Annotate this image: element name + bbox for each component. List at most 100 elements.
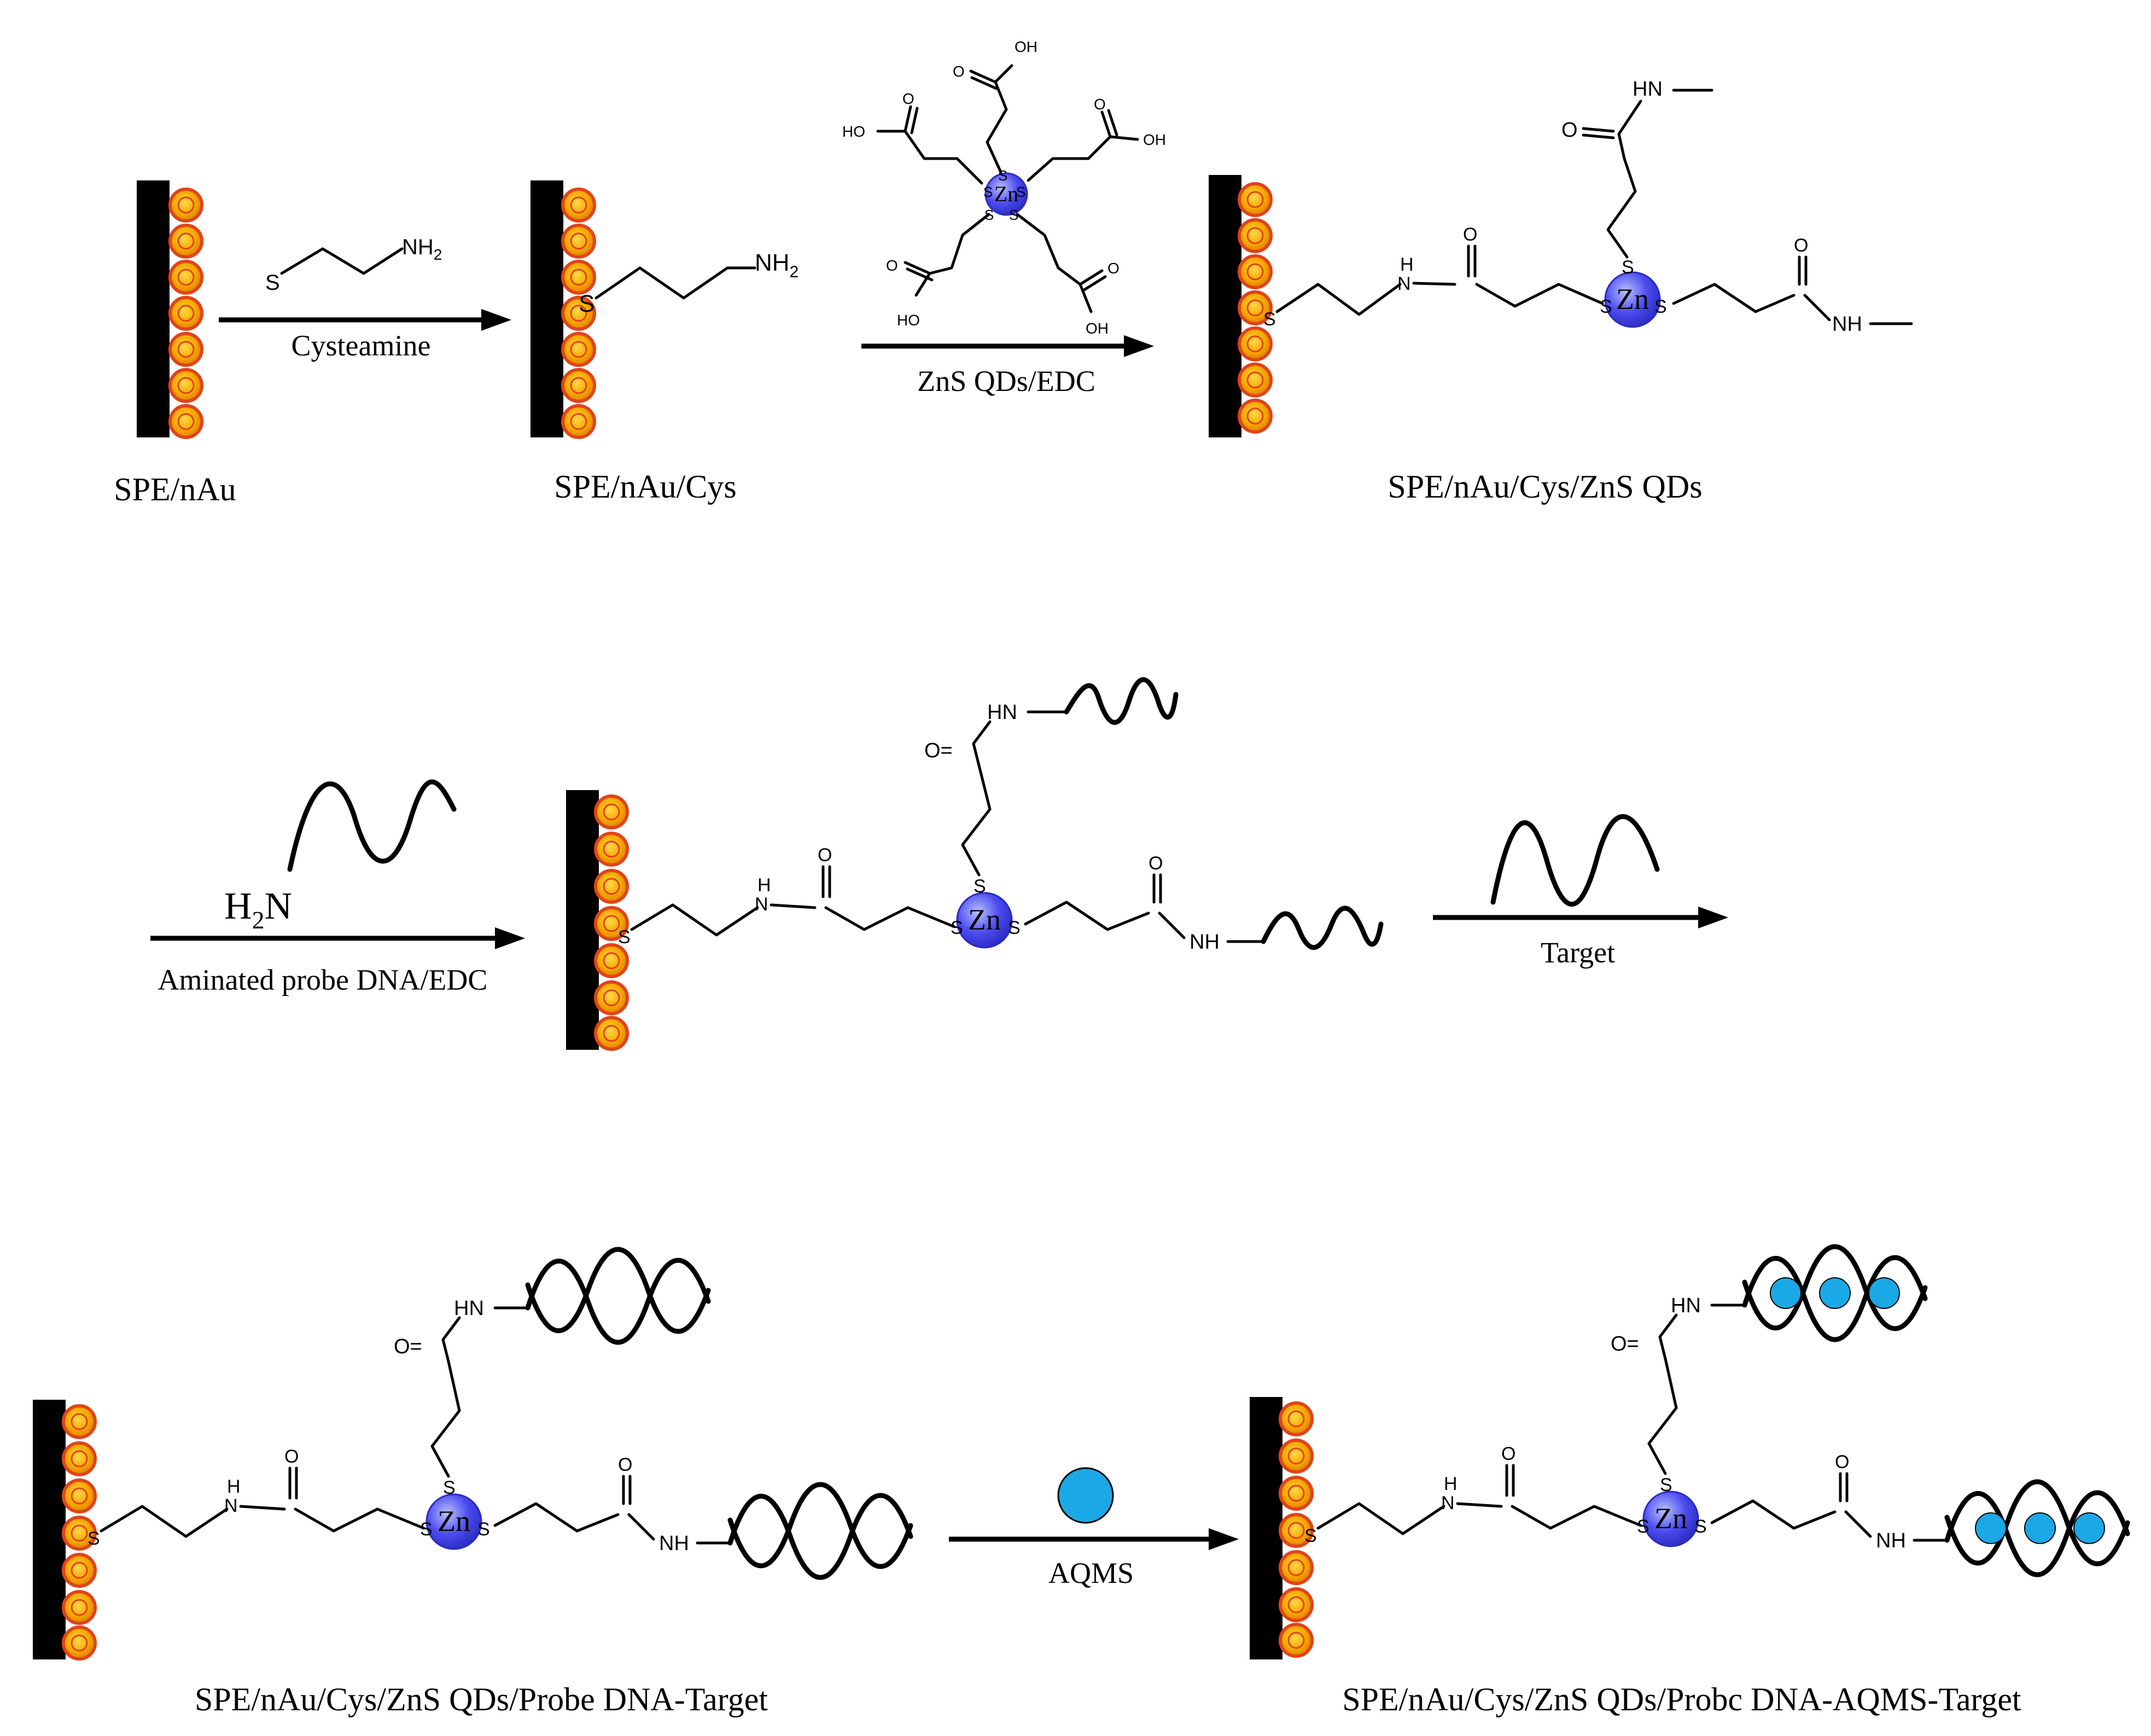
atom-s: S [1008,917,1021,938]
cysteamine-molecule: S NH2 [265,235,442,295]
atom-o: O [1835,1452,1849,1472]
dna-double-helix [1944,1479,2130,1577]
atom-ho: HO [842,123,865,140]
atom-oh: OH [1015,38,1037,55]
atom-s: S [1654,296,1667,317]
atom-o: O [1149,853,1163,874]
atom-o: O [1501,1443,1515,1464]
atom-hn: HN [1633,78,1663,101]
caption-probe-aqms-target: SPE/nAu/Cys/ZnS QDs/Probc DNA-AQMS-Targe… [1342,1681,2021,1717]
atom-zn: Zn [1654,1502,1687,1535]
electrode-bar [1250,1397,1283,1659]
atom-zn: Zn [994,182,1018,206]
atom-o: O [886,257,898,274]
atom-h: H [757,875,771,896]
electrode-probe-aqms-target [1250,1397,1312,1659]
atom-hn: HN [454,1297,484,1320]
caption-spe-nau-cys-zns: SPE/nAu/Cys/ZnS QDs [1388,469,1702,505]
dna-strand [287,779,457,872]
atom-h: H [227,1476,241,1497]
cys-chain: S NH2 [579,249,798,317]
atom-s: S [443,1477,456,1498]
atom-s: S [477,1519,490,1540]
atom-oh: OH [1143,131,1166,148]
gold-nanoparticles [596,796,627,1049]
zns-quantum-dot [984,172,1028,216]
atom-h: H [1444,1474,1458,1494]
aqms-molecule [2073,1512,2105,1544]
dna-double-helix [727,1482,913,1580]
caption-spe-nau-cys: SPE/nAu/Cys [554,469,736,505]
arrow-label-aqms: AQMS [1048,1557,1134,1589]
atom-o: O [1463,224,1477,245]
electrode-probe-target [33,1400,95,1659]
atom-hn: HN [1671,1294,1701,1317]
arrow-zns-edc: ZnS QDs/EDC [861,335,1154,398]
electrode-bar [137,180,170,437]
dna-strand [1261,905,1384,950]
atom-s: S [951,917,963,938]
atom-zn: Zn [438,1505,470,1538]
arrow-aqms: AQMS [949,1528,1239,1589]
atom-o-double: O= [394,1335,422,1358]
atom-s: S [1622,257,1634,278]
atom-s: S [1694,1516,1707,1537]
atom-s: S [1600,296,1612,317]
arrow-label-zns-edc: ZnS QDs/EDC [917,365,1095,398]
aqms-molecule [2024,1512,2056,1544]
zns-quantum-dot [1604,271,1661,328]
electrode-bar [33,1400,66,1659]
probe-target-chain: S H N O Zn S S S O= HN O NH [88,1247,913,1580]
atom-ho: HO [897,312,920,329]
arrow-label-aminated-probe: Aminated probe DNA/EDC [158,963,488,996]
gold-nanoparticles [1239,184,1271,432]
atom-h2n: H2N [224,885,292,934]
electrode-spe-nau-cys [531,180,594,437]
gold-nanoparticles [170,189,202,437]
atom-o: O [1794,235,1808,256]
atom-s: S [420,1519,433,1540]
atom-nh2: NH2 [755,249,798,281]
dna-double-helix [1742,1244,1928,1342]
arrow-target: Target [1433,907,1728,969]
atom-s: S [1009,207,1018,223]
atom-s: S [1016,184,1025,200]
aqms-molecule [1819,1277,1851,1309]
atom-o: O [618,1454,632,1475]
atom-hn: HN [987,701,1017,724]
atom-o: O [818,845,832,866]
caption-spe-nau: SPE/nAu [114,471,236,507]
atom-o-double: O= [1611,1332,1639,1355]
zns-qd-reagent: Zn S S S S S O OH O HO O OH O HO O OH [842,38,1166,337]
atom-s: S [618,927,631,948]
zns-chain: S H N O N Zn S S S O HN O NH [1263,78,1913,336]
atom-nh: NH [659,1532,689,1555]
atom-o: O [1107,260,1120,277]
arrow-label-target: Target [1541,936,1615,969]
probe-dna-chain: S H N O Zn S S S O= HN O NH [618,677,1384,954]
electrode-bar [531,180,563,437]
aqms-reagent [1057,1467,1114,1524]
atom-n: N [755,894,768,915]
atom-nh: NH [1190,931,1220,954]
atom-oh: OH [1086,320,1109,337]
arrow-cysteamine: Cysteamine [219,309,511,362]
aqms-molecule [1868,1277,1900,1309]
electrode-bar [1209,175,1241,437]
dna-strand [1064,677,1179,725]
zns-quantum-dot [1642,1490,1699,1547]
atom-s: S [1304,1525,1317,1546]
arrow-label-cysteamine: Cysteamine [292,329,431,362]
atom-o: O [284,1446,299,1467]
electrode-spe-nau [137,180,202,437]
target-reagent [1490,814,1660,907]
aqms-molecule [1770,1277,1802,1309]
atom-zn: Zn [968,903,1001,936]
atom-s: S [579,290,594,317]
atom-o: O [1094,96,1106,113]
aqms-molecule [1057,1467,1114,1524]
atom-s: S [983,184,993,200]
probe-aqms-target-chain: S H N O Zn S S S O= HN O NH [1304,1244,2130,1577]
atom-s: S [88,1528,100,1549]
